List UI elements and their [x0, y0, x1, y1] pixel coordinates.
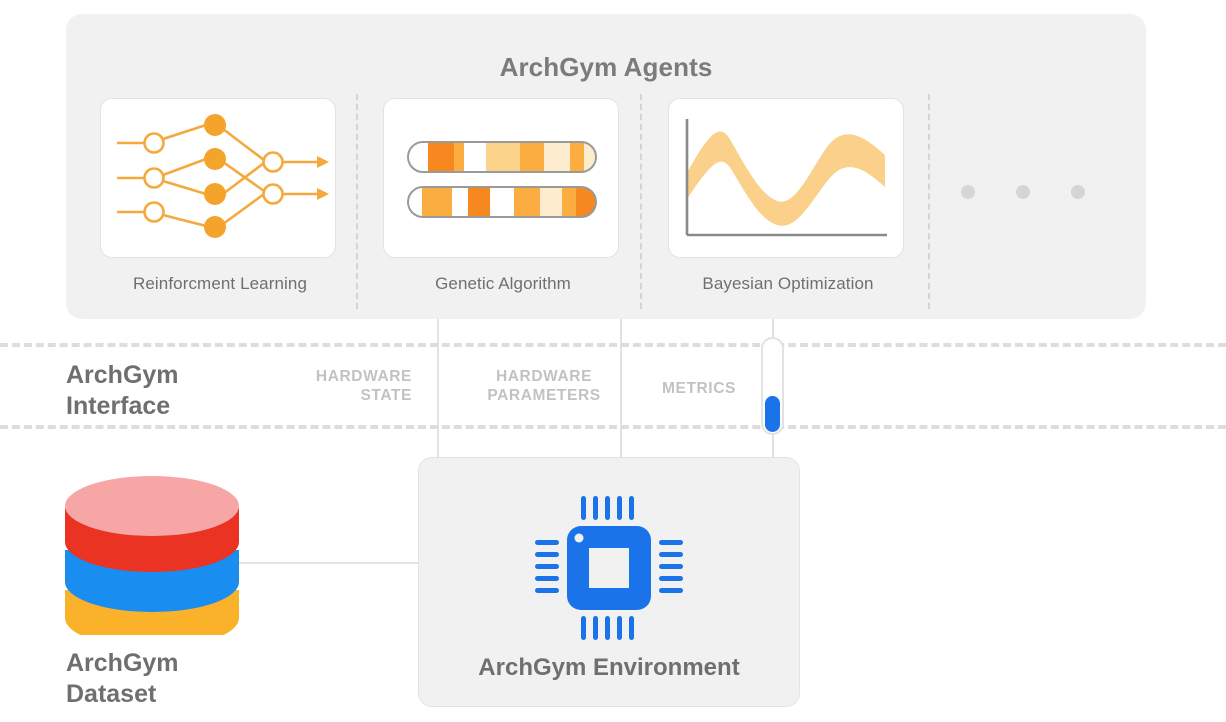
ellipsis-dot	[1016, 185, 1030, 199]
uncertainty-band-chart-icon	[685, 119, 887, 237]
metrics-slider-thumb[interactable]	[765, 396, 780, 432]
chromosome-icon	[407, 141, 597, 218]
connector-metrics-upper	[772, 319, 774, 339]
agent-card	[668, 98, 904, 258]
interface-title: ArchGym Interface	[66, 361, 179, 420]
tag-metrics: METRICS	[662, 380, 736, 397]
interface-dash-top	[0, 343, 1226, 347]
agent-bayesian-optimization[interactable]: Bayesian Optimization	[668, 98, 908, 294]
agent-separator-3	[928, 94, 930, 309]
environment-icon-wrap	[529, 488, 689, 653]
dataset-label: ArchGym Dataset	[66, 649, 179, 708]
connector-hardware-state	[437, 319, 439, 459]
environment-label: ArchGym Environment	[478, 654, 740, 681]
connector-hardware-parameters	[620, 319, 622, 459]
agent-separator-1	[356, 94, 358, 309]
connector-dataset-to-environment	[222, 562, 422, 564]
connector-metrics-lower	[772, 432, 774, 460]
ellipsis-dot	[1071, 185, 1085, 199]
cpu-chip-icon	[535, 496, 683, 640]
interface-dash-bottom	[0, 425, 1226, 429]
agent-label: Reinforcment Learning	[132, 274, 308, 293]
tag-hardware-state: HARDWARE STATE	[315, 368, 412, 404]
agent-genetic-algorithm[interactable]: Genetic Algorithm	[383, 98, 623, 294]
agents-panel-title: ArchGym Agents	[499, 52, 713, 82]
agent-label: Genetic Algorithm	[435, 274, 571, 293]
agents-panel: ArchGym Agents	[66, 14, 1146, 319]
agent-card	[383, 98, 619, 258]
agent-reinforcement-learning[interactable]: Reinforcment Learning	[100, 98, 340, 294]
database-cylinder-icon	[65, 476, 239, 648]
dataset-icon-wrap	[57, 470, 247, 648]
ellipsis-dot	[961, 185, 975, 199]
environment-box[interactable]: ArchGym Environment	[418, 457, 800, 707]
more-agents-ellipsis	[961, 185, 1085, 199]
neural-network-icon	[117, 114, 329, 238]
agent-card	[100, 98, 336, 258]
agent-label: Bayesian Optimization	[702, 274, 874, 293]
agent-separator-2	[640, 94, 642, 309]
tag-hardware-parameters: HARDWARE PARAMETERS	[487, 368, 601, 404]
